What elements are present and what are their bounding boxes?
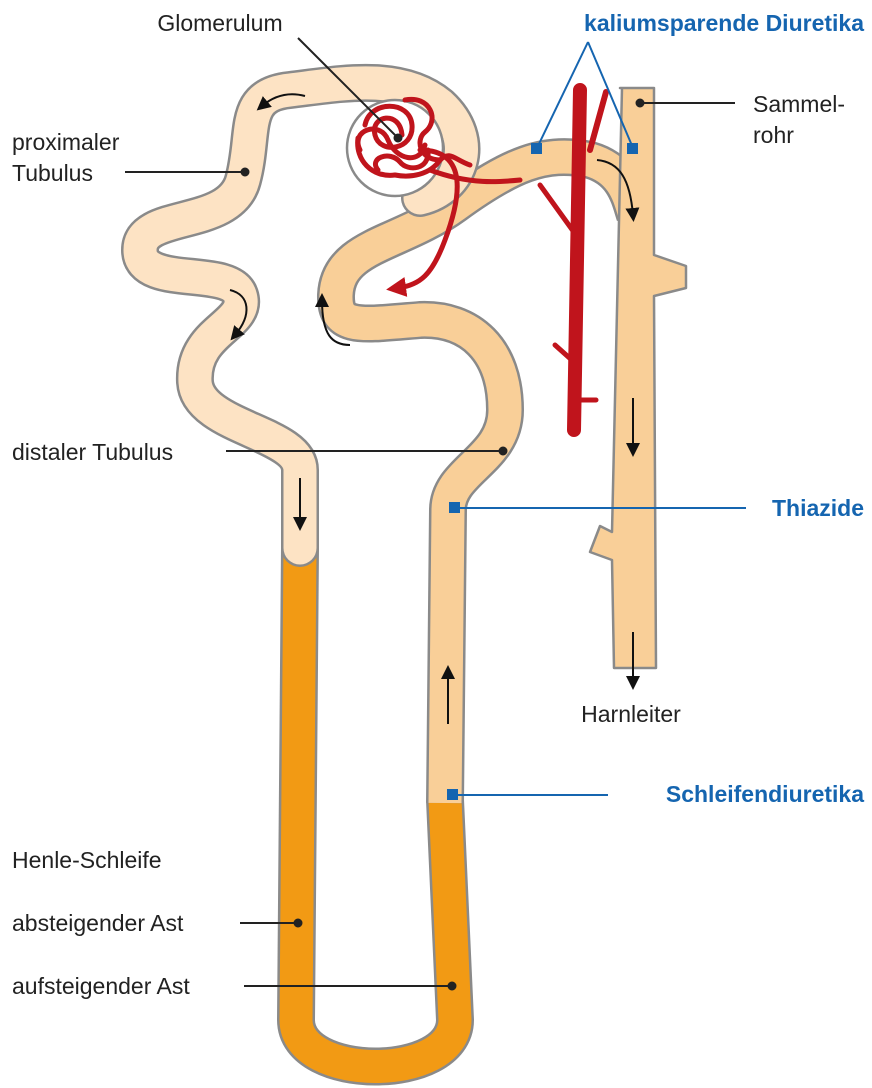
label-collecting-line1: Sammel- xyxy=(753,91,845,117)
label-ascending: aufsteigender Ast xyxy=(12,973,190,999)
square-marker-icon xyxy=(450,503,459,512)
label-distal: distaler Tubulus xyxy=(12,439,173,465)
label-ureter: Harnleiter xyxy=(581,701,681,727)
label-descending: absteigender Ast xyxy=(12,910,184,936)
label-proximal-line1: proximaler xyxy=(12,129,120,155)
vessel-branch-mid xyxy=(540,185,576,235)
label-glomerulum: Glomerulum xyxy=(157,10,282,36)
square-marker-icon xyxy=(448,790,457,799)
vessel-branch-upper xyxy=(590,92,606,150)
square-marker-icon xyxy=(532,144,541,153)
label-henle: Henle-Schleife xyxy=(12,847,162,873)
vertical-vessel xyxy=(574,90,580,430)
drug-thiazide: Thiazide xyxy=(772,495,864,521)
drug-potassium-sparing: kaliumsparende Diuretika xyxy=(584,10,864,36)
square-marker-icon xyxy=(628,144,637,153)
label-proximal-line2: Tubulus xyxy=(12,160,93,186)
label-collecting-line2: rohr xyxy=(753,122,794,148)
drug-loop: Schleifendiuretika xyxy=(666,781,864,807)
